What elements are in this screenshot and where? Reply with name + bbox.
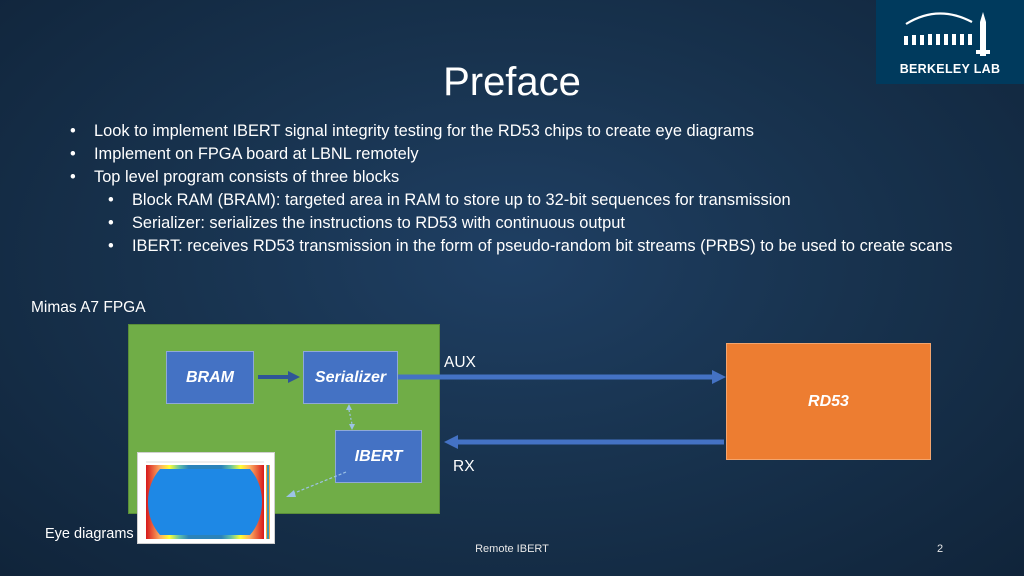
bram-block: BRAM xyxy=(166,351,254,404)
eye-diagram-image xyxy=(137,452,275,544)
rd53-chip: RD53 xyxy=(726,343,931,460)
rx-arrow xyxy=(444,435,724,449)
bullet-item: • Implement on FPGA board at LBNL remotel… xyxy=(68,143,1018,166)
serializer-block: Serializer xyxy=(303,351,398,404)
bullet-text: Block RAM (BRAM): targeted area in RAM t… xyxy=(132,191,791,209)
aux-label: AUX xyxy=(444,354,476,371)
fpga-label: Mimas A7 FPGA xyxy=(31,299,146,316)
bullet-marker: • xyxy=(108,237,114,255)
bullet-text: Implement on FPGA board at LBNL remotely xyxy=(94,145,419,163)
berkeley-lab-logo: BERKELEY LAB xyxy=(876,0,1024,84)
aux-arrow xyxy=(398,370,726,384)
bullet-marker: • xyxy=(70,168,76,186)
ibert-block: IBERT xyxy=(335,430,422,483)
serializer-ibert-link xyxy=(346,404,355,430)
bullet-text: Look to implement IBERT signal integrity… xyxy=(94,122,754,140)
bullet-marker: • xyxy=(108,214,114,232)
ibert-to-eye-link xyxy=(286,471,347,497)
page-number: 2 xyxy=(937,543,944,555)
sub-bullet-item: • Serializer: serializes the instructions… xyxy=(68,212,1018,235)
eye-diagrams-label: Eye diagrams xyxy=(45,526,134,542)
bullet-item: • Top level program consists of three blo… xyxy=(68,166,1018,189)
sub-bullet-item: • Block RAM (BRAM): targeted area in RAM … xyxy=(68,189,1018,212)
logo-text: BERKELEY LAB xyxy=(899,62,1001,76)
bullet-marker: • xyxy=(70,145,76,163)
bullet-marker: • xyxy=(108,191,114,209)
rx-label: RX xyxy=(453,458,475,475)
bullet-marker: • xyxy=(70,122,76,140)
sub-bullet-item: • IBERT: receives RD53 transmission in th… xyxy=(68,235,1018,258)
eye-diagram-plot xyxy=(146,461,270,539)
bullet-text: IBERT: receives RD53 transmission in the… xyxy=(132,237,953,255)
berkeley-lab-emblem-icon xyxy=(904,12,990,56)
bullet-text: Serializer: serializes the instructions … xyxy=(132,214,625,232)
bram-to-serializer-arrow xyxy=(258,371,300,383)
bullet-item: • Look to implement IBERT signal integrit… xyxy=(68,120,1018,143)
bullet-text: Top level program consists of three bloc… xyxy=(94,168,400,186)
slide-title: Preface xyxy=(443,60,581,104)
footer-text: Remote IBERT xyxy=(475,543,549,555)
bullet-list: • Look to implement IBERT signal integrit… xyxy=(68,120,1018,258)
